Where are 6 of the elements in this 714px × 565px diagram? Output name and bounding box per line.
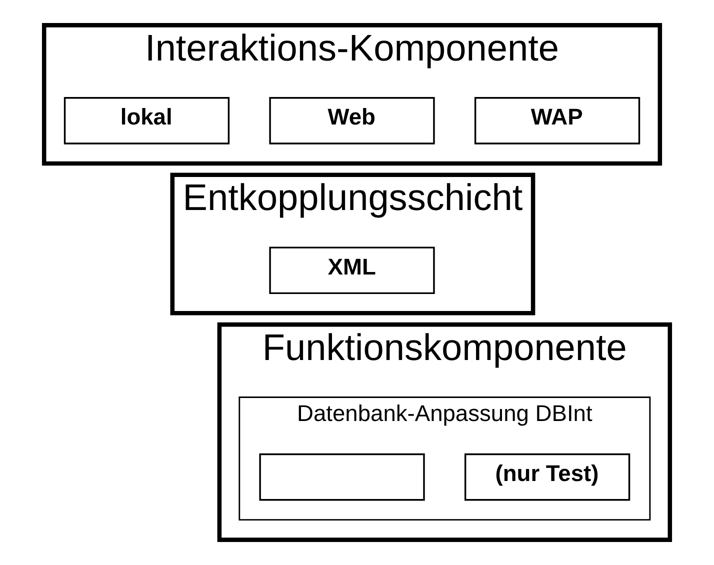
node-box: (nur Test) bbox=[464, 453, 630, 501]
node-box: Web bbox=[269, 97, 435, 144]
node-box: WAP bbox=[474, 97, 640, 144]
node-box: XML bbox=[269, 246, 435, 294]
node-box bbox=[259, 453, 425, 501]
node-box: lokal bbox=[64, 97, 230, 144]
